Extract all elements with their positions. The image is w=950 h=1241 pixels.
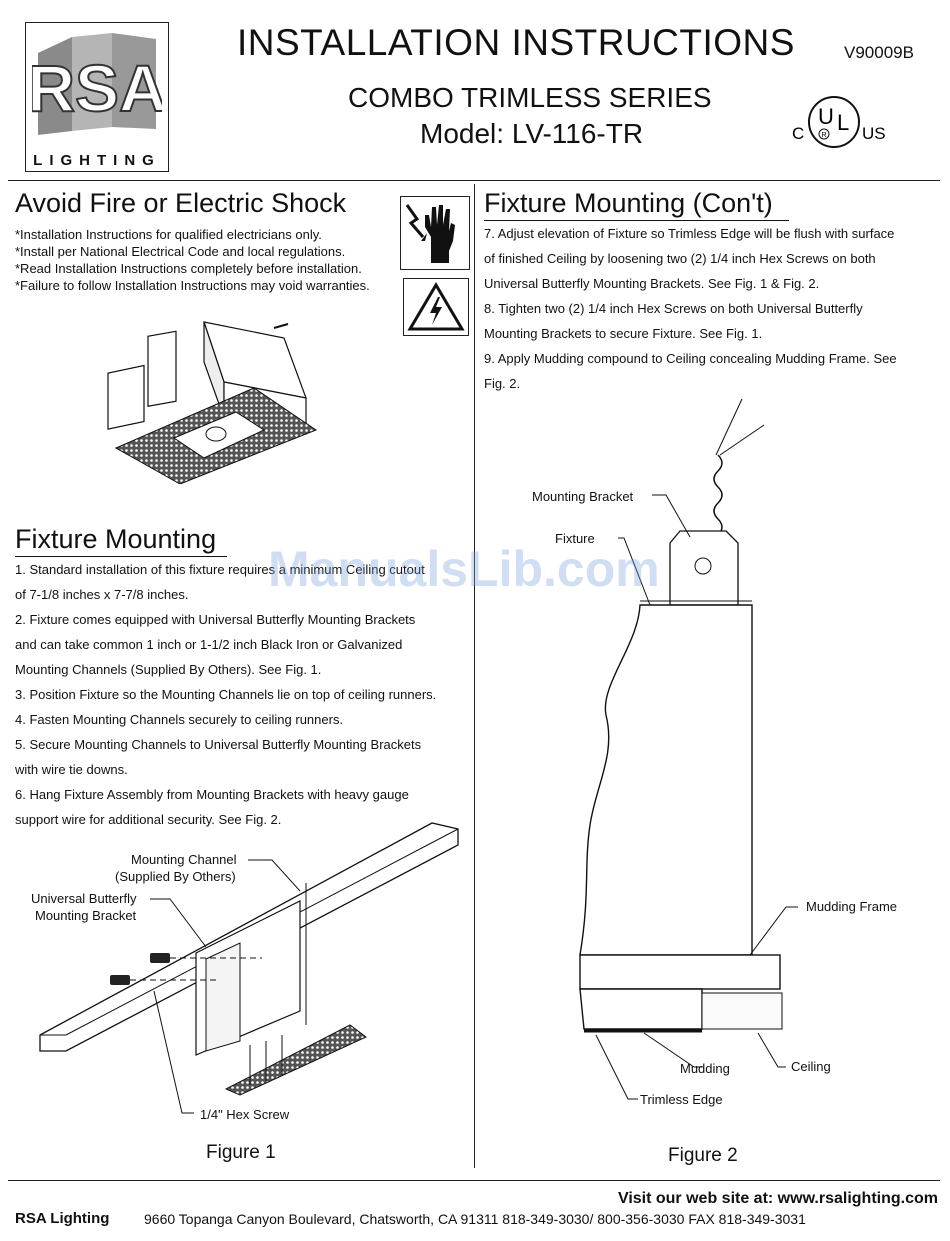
step-line: of finished Ceiling by loosening two (2)…: [484, 251, 876, 266]
step-line: 8. Tighten two (2) 1/4 inch Hex Screws o…: [484, 301, 863, 316]
step-line: with wire tie downs.: [15, 762, 128, 777]
step-line: 9. Apply Mudding compound to Ceiling con…: [484, 351, 897, 366]
step-line: 2. Fixture comes equipped with Universal…: [15, 612, 416, 627]
mounting-cont-steps: 7. Adjust elevation of Fixture so Trimle…: [484, 221, 897, 396]
page-title: INSTALLATION INSTRUCTIONS: [237, 22, 795, 63]
callout-trimless-edge: Trimless Edge: [640, 1092, 723, 1107]
warning-item: *Installation Instructions for qualified…: [15, 227, 322, 242]
footer-website: Visit our web site at: www.rsalighting.c…: [617, 1190, 938, 1207]
step-line: and can take common 1 inch or 1-1/2 inch…: [15, 637, 403, 652]
ul-l-letter: L: [837, 110, 849, 135]
warning-item: *Failure to follow Installation Instruct…: [15, 278, 370, 293]
footer-address: 9660 Topanga Canyon Boulevard, Chatswort…: [144, 1211, 806, 1227]
step-line: Fig. 2.: [484, 376, 521, 391]
figure-2-drawing: [579, 398, 798, 1100]
electric-shock-hand-icon: [400, 196, 470, 270]
logo-text: RSA: [32, 51, 162, 125]
footer-divider: [8, 1180, 940, 1181]
callout-hex-screw: 1/4" Hex Screw: [200, 1107, 290, 1122]
ul-u-letter: U: [818, 104, 834, 129]
callout-bracket-line2: Mounting Bracket: [35, 908, 137, 923]
figure-1-caption: Figure 1: [206, 1142, 276, 1163]
mounting-steps: 1. Standard installation of this fixture…: [15, 557, 436, 832]
callout-mudding: Mudding: [680, 1061, 730, 1076]
heading-underline: [484, 220, 789, 221]
step-line: Mounting Brackets to secure Fixture. See…: [484, 326, 763, 341]
figure-1-drawing: [39, 822, 459, 1114]
header-divider: [8, 180, 940, 181]
high-voltage-warning-icon: [403, 278, 469, 336]
callout-mudding-frame: Mudding Frame: [806, 899, 898, 914]
callout-fixture: Fixture: [555, 531, 595, 546]
model-number: Model: LV-116-TR: [420, 118, 644, 149]
footer-company: RSA Lighting: [15, 1210, 110, 1227]
rsa-logo: RSA LIGHTING: [25, 22, 169, 172]
hex-screw-icon: [150, 953, 262, 963]
heading-underline: [15, 556, 227, 557]
step-line: support wire for additional security. Se…: [15, 812, 282, 827]
series-name: COMBO TRIMLESS SERIES: [348, 82, 712, 113]
warning-heading: Avoid Fire or Electric Shock: [15, 188, 347, 218]
step-line: 1. Standard installation of this fixture…: [15, 562, 425, 577]
step-line: Mounting Channels (Supplied By Others). …: [15, 662, 322, 677]
column-divider: [474, 184, 475, 1168]
fixture-illustration: [107, 321, 318, 484]
version-code: V90009B: [844, 43, 914, 62]
mounting-heading: Fixture Mounting: [15, 524, 217, 554]
step-line: 3. Position Fixture so the Mounting Chan…: [15, 687, 437, 702]
callout-mounting-bracket: Mounting Bracket: [532, 489, 634, 504]
ul-certification-mark: C U L R US: [792, 96, 886, 148]
step-line: 6. Hang Fixture Assembly from Mounting B…: [15, 787, 409, 802]
warning-item: *Read Installation Instructions complete…: [15, 261, 362, 276]
figure-2-caption: Figure 2: [668, 1145, 738, 1166]
step-line: Universal Butterfly Mounting Brackets. S…: [484, 276, 820, 291]
callout-channel-line2: (Supplied By Others): [115, 869, 236, 884]
mounting-cont-heading: Fixture Mounting (Con't): [484, 188, 773, 218]
hex-screw-icon: [110, 975, 220, 985]
callout-ceiling: Ceiling: [791, 1059, 831, 1074]
ul-us-letters: US: [862, 124, 886, 143]
rsa-logo-mark: RSA: [32, 33, 162, 135]
step-line: 7. Adjust elevation of Fixture so Trimle…: [484, 226, 895, 241]
callout-bracket-line1: Universal Butterfly: [31, 891, 137, 906]
ul-c-letter: C: [792, 124, 804, 143]
warning-item: *Install per National Electrical Code an…: [15, 244, 346, 259]
logo-subtitle: LIGHTING: [33, 152, 161, 169]
ul-r-letter: R: [822, 132, 827, 139]
step-line: of 7-1/8 inches x 7-7/8 inches.: [15, 587, 189, 602]
watermark: ManualsLib.com: [268, 541, 660, 597]
callout-channel-line1: Mounting Channel: [131, 852, 237, 867]
warning-list: *Installation Instructions for qualified…: [15, 226, 370, 294]
step-line: 4. Fasten Mounting Channels securely to …: [15, 712, 344, 727]
step-line: 5. Secure Mounting Channels to Universal…: [15, 737, 422, 752]
